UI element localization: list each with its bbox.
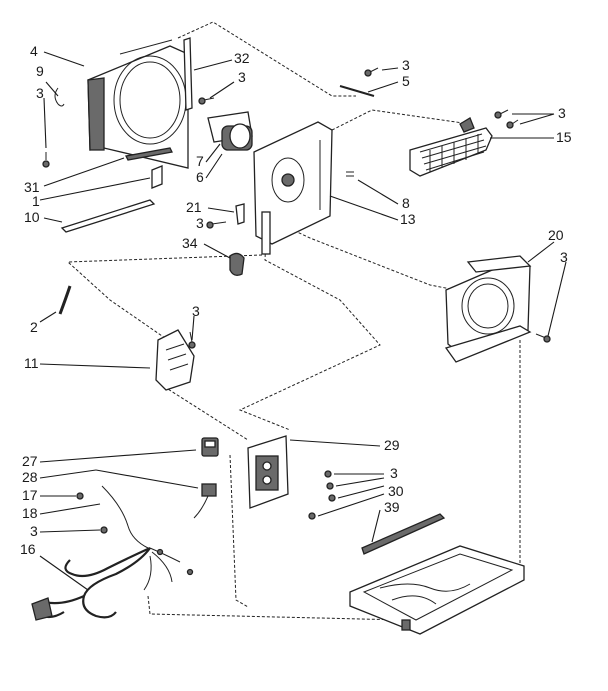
part-strip xyxy=(125,147,173,161)
callout-15: 15 xyxy=(556,129,572,145)
callout-39: 39 xyxy=(384,499,400,515)
part-rail xyxy=(60,199,156,233)
part-seal-strip xyxy=(361,513,446,555)
callout-28: 28 xyxy=(22,469,38,485)
part-bracket xyxy=(151,165,163,189)
callout-labels: 4 32 9 3 3 3 5 3 15 31 1 10 7 6 8 13 21 … xyxy=(20,43,572,557)
callout-9: 9 xyxy=(36,63,44,79)
part-rod xyxy=(339,85,375,97)
callout-1: 1 xyxy=(32,193,40,209)
part-rear-grille xyxy=(444,255,532,363)
callout-3: 3 xyxy=(36,85,44,101)
callout-27: 27 xyxy=(22,453,38,469)
screw-20 xyxy=(535,333,551,343)
callout-3: 3 xyxy=(560,249,568,265)
part-bulkhead xyxy=(253,121,333,255)
callout-17: 17 xyxy=(22,487,38,503)
part-base-pan xyxy=(349,545,525,635)
part-tube xyxy=(58,285,72,315)
callout-20: 20 xyxy=(548,227,564,243)
part-screw-8 xyxy=(346,171,354,177)
part-switch xyxy=(201,437,219,457)
callout-3: 3 xyxy=(402,57,410,73)
callout-30: 30 xyxy=(388,483,404,499)
callout-2: 2 xyxy=(30,319,38,335)
part-wiring xyxy=(76,485,149,549)
callout-3: 3 xyxy=(30,523,38,539)
part-side-strip xyxy=(183,37,193,111)
callout-4: 4 xyxy=(30,43,38,59)
callout-7: 7 xyxy=(196,153,204,169)
screws-top xyxy=(42,67,519,168)
callout-21: 21 xyxy=(186,199,202,215)
part-small-bracket xyxy=(235,203,245,225)
callout-32: 32 xyxy=(234,50,250,66)
callout-31: 31 xyxy=(24,179,40,195)
callout-3: 3 xyxy=(192,303,200,319)
callout-13: 13 xyxy=(400,211,416,227)
part-front-panel xyxy=(87,39,189,169)
part-thermostat xyxy=(193,483,217,519)
part-clip xyxy=(54,87,65,107)
part-heater-grid xyxy=(409,117,493,177)
callout-5: 5 xyxy=(402,73,410,89)
callout-3: 3 xyxy=(390,465,398,481)
callout-3: 3 xyxy=(558,105,566,121)
leader-lines xyxy=(39,51,567,591)
callout-29: 29 xyxy=(384,437,400,453)
callout-3: 3 xyxy=(238,69,246,85)
part-motor-mount xyxy=(155,329,195,391)
screw-21 xyxy=(206,221,227,229)
screw-11 xyxy=(188,331,196,349)
part-clip-34 xyxy=(229,252,245,276)
part-power-cord xyxy=(31,546,194,621)
callout-3: 3 xyxy=(196,215,204,231)
callout-10: 10 xyxy=(24,209,40,225)
part-control-bracket xyxy=(247,435,289,509)
screws-30 xyxy=(308,470,336,520)
part-capacitor xyxy=(207,111,253,151)
callout-8: 8 xyxy=(402,195,410,211)
callout-34: 34 xyxy=(182,235,198,251)
callout-6: 6 xyxy=(196,169,204,185)
callout-11: 11 xyxy=(24,355,39,371)
callout-16: 16 xyxy=(20,541,36,557)
callout-18: 18 xyxy=(22,505,38,521)
